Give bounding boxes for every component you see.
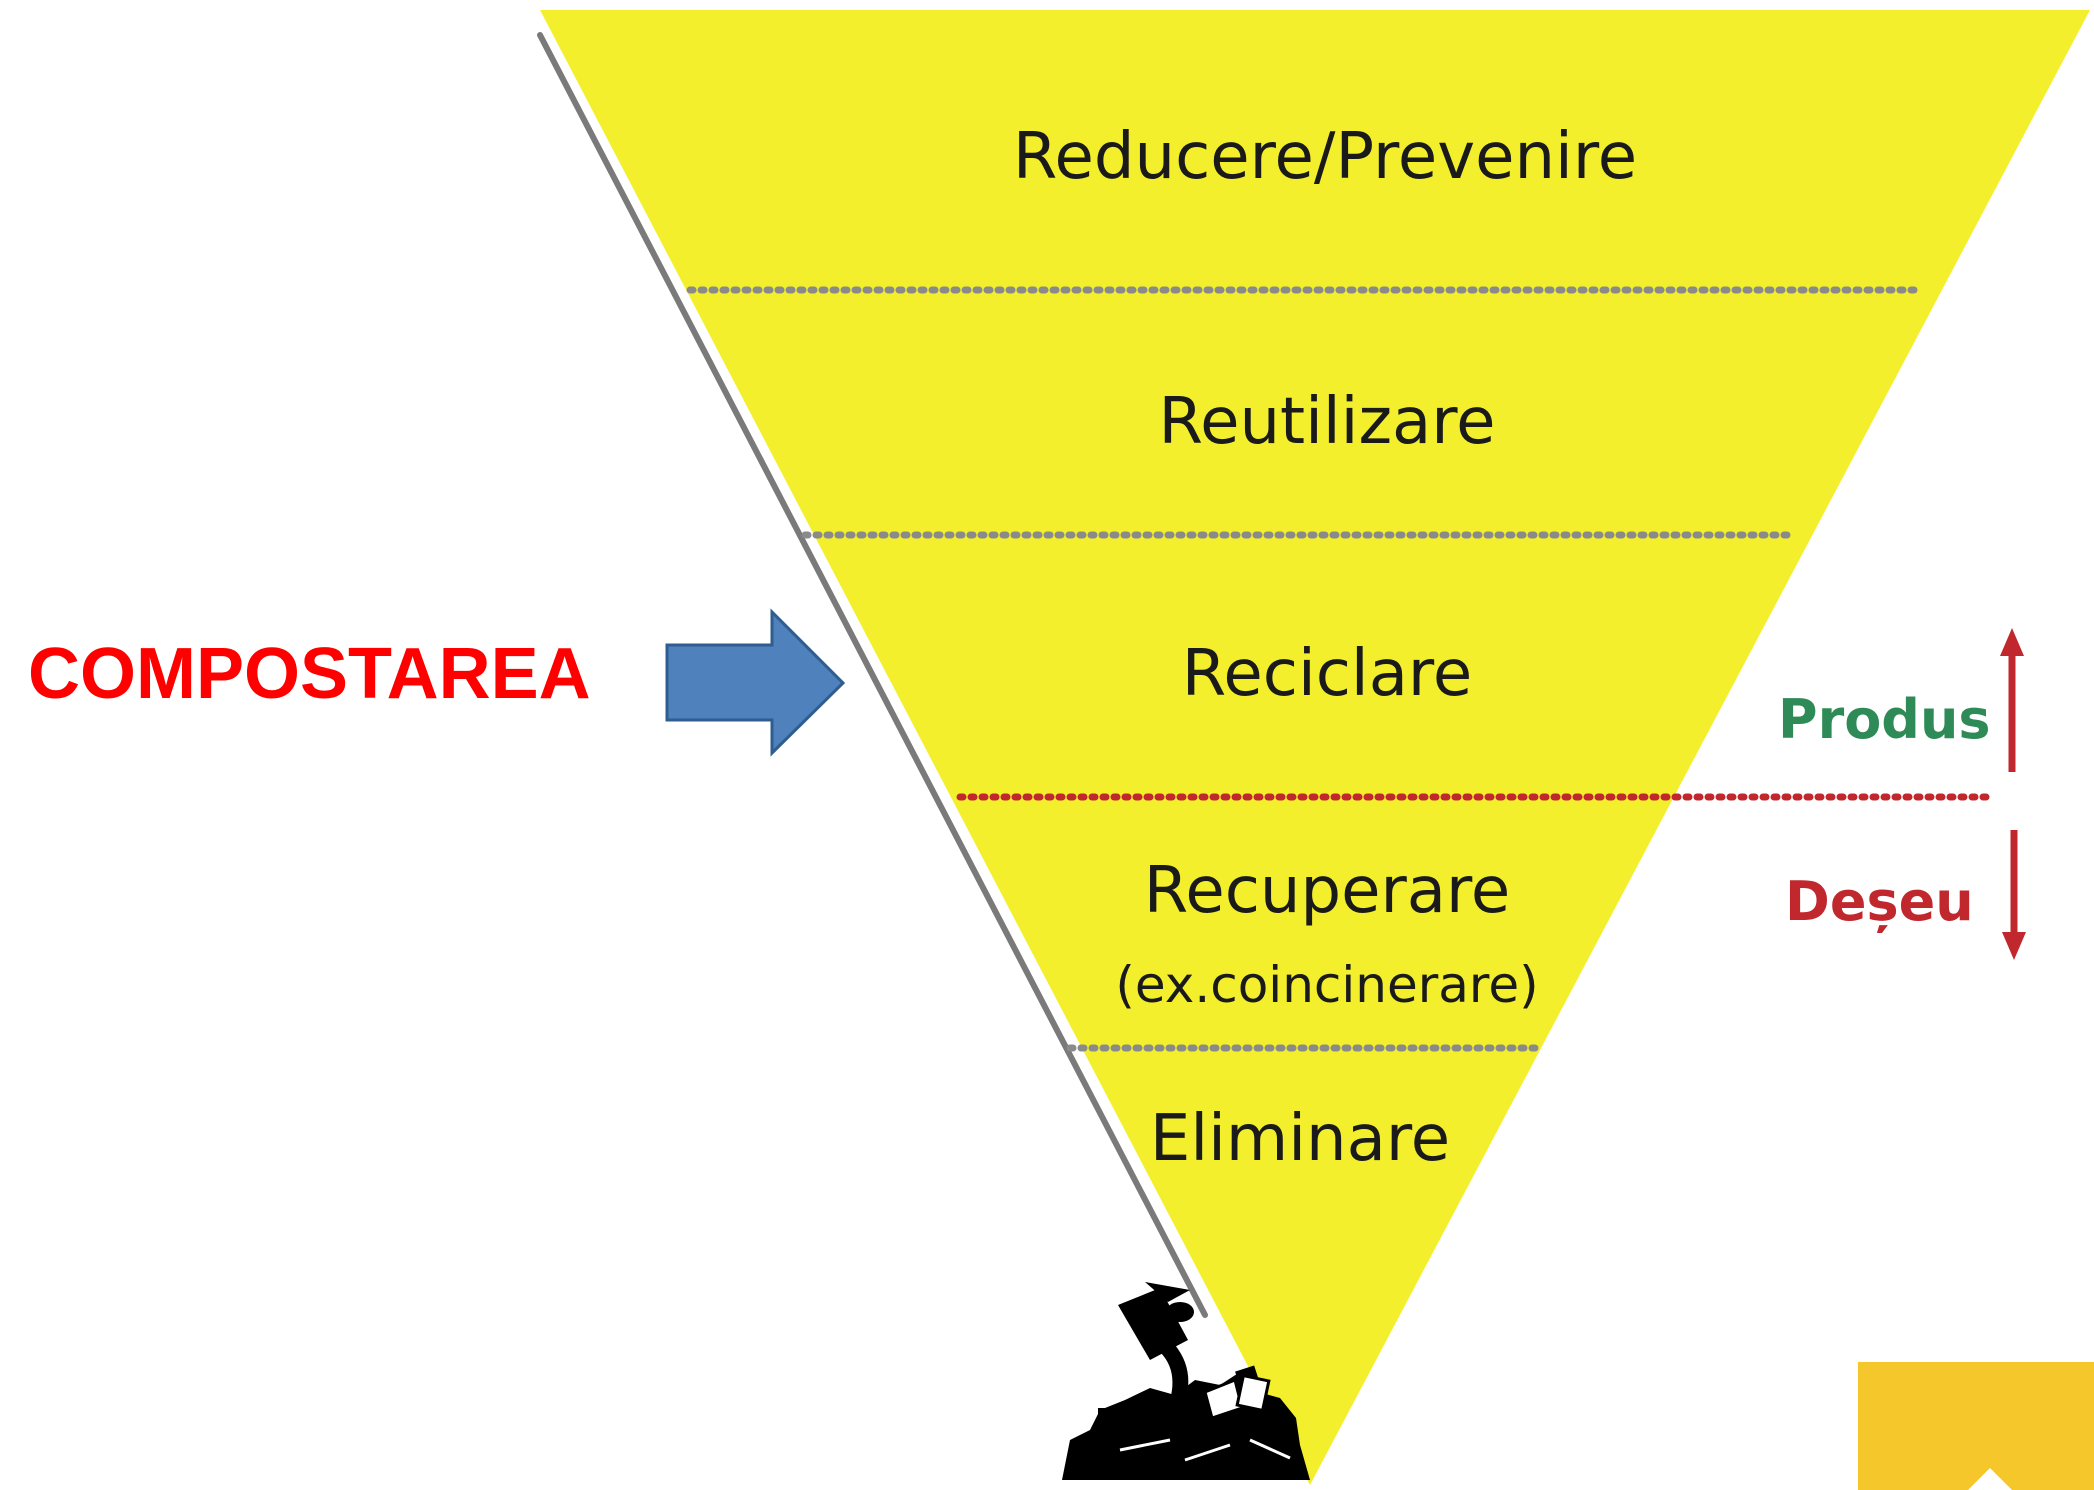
- produs-label: Produs: [1778, 688, 1991, 751]
- level-reducere: Reducere/Prevenire: [1013, 120, 1637, 194]
- level-reutilizare: Reutilizare: [1158, 385, 1495, 459]
- level-eliminare: Eliminare: [1150, 1102, 1450, 1176]
- deseu-label: Deșeu: [1785, 870, 1974, 933]
- trash-heap-icon: [1062, 1282, 1310, 1480]
- compostarea-label: COMPOSTAREA: [28, 634, 591, 714]
- level-recuperare: Recuperare: [1144, 854, 1511, 928]
- corner-badge[interactable]: [1858, 1362, 2094, 1490]
- compost-arrow-icon: [665, 608, 846, 757]
- arrow-down-icon: [2002, 830, 2026, 960]
- inverted-pyramid: [540, 10, 2090, 1485]
- chevron-up-icon: [1968, 1468, 2012, 1490]
- level-reciclare: Reciclare: [1182, 637, 1472, 711]
- pyramid-edge-line: [537, 32, 1208, 1318]
- level-recuperare-sub: (ex.coincinerare): [1115, 956, 1538, 1014]
- arrow-up-icon: [2000, 628, 2024, 772]
